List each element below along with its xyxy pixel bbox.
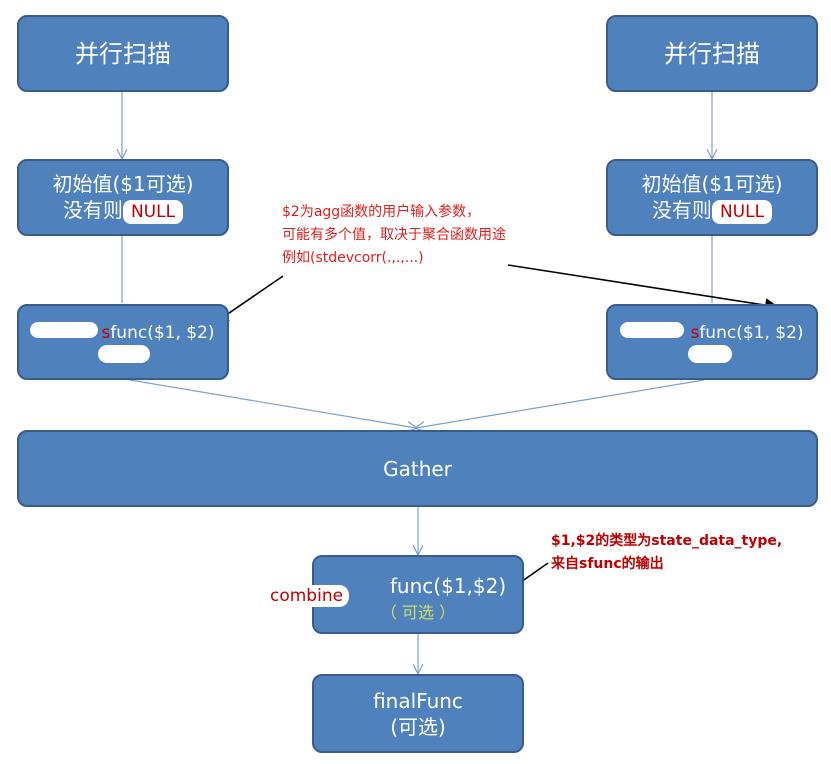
parallel-scan-left-node: 并行扫描 bbox=[17, 15, 229, 92]
init-value-left-null: NULL bbox=[122, 199, 184, 224]
parallel-scan-right-label: 并行扫描 bbox=[664, 39, 760, 68]
gather-label: Gather bbox=[383, 456, 452, 481]
init-value-right-null: NULL bbox=[711, 199, 773, 224]
combine-func-label: func($1,$2) bbox=[389, 573, 507, 598]
final-func-node: finalFunc (可选) bbox=[312, 674, 524, 753]
redaction-blot bbox=[620, 322, 684, 338]
redaction-blot bbox=[30, 322, 98, 338]
init-value-right-prefix: 没有则 bbox=[651, 198, 712, 223]
connector-sfunc-left-to-gather bbox=[129, 379, 416, 428]
pointer-arrow-to-right-sfunc bbox=[507, 264, 779, 313]
param-note-line3: 例如(stdevcorr(.,.,...) bbox=[282, 250, 424, 266]
param-note-line1: $2为agg函数的用户输入参数， bbox=[282, 204, 481, 220]
final-func-label: finalFunc bbox=[373, 688, 463, 713]
redaction-blot bbox=[688, 345, 732, 363]
sfunc-left-node: sfunc($1, $2) bbox=[17, 304, 229, 380]
init-value-right-line1: 初始值($1可选) bbox=[641, 172, 783, 197]
sfunc-right-func: func($1, $2) bbox=[699, 323, 804, 343]
parallel-scan-right-node: 并行扫描 bbox=[606, 15, 818, 92]
parallel-scan-left-label: 并行扫描 bbox=[75, 39, 171, 68]
final-func-optional-label: (可选) bbox=[390, 714, 446, 739]
sfunc-right-label: sfunc($1, $2) bbox=[690, 322, 803, 344]
redaction-blot bbox=[98, 345, 150, 363]
type-note-line2: 来自sfunc的输出 bbox=[551, 556, 664, 572]
type-note-line1: $1,$2的类型为state_data_type, bbox=[551, 533, 783, 549]
sfunc-left-s: s bbox=[101, 323, 111, 343]
combine-prefix-label: combine bbox=[268, 585, 350, 607]
sfunc-right-node: sfunc($1, $2) bbox=[606, 304, 818, 380]
init-value-left-prefix: 没有则 bbox=[62, 198, 123, 223]
connector-sfunc-right-to-gather bbox=[416, 379, 705, 428]
sfunc-right-s: s bbox=[690, 323, 700, 343]
sfunc-left-func: func($1, $2) bbox=[110, 323, 215, 343]
gather-node: Gather bbox=[17, 430, 818, 507]
param-note-line2: 可能有多个值，取决于聚合函数用途 bbox=[282, 227, 506, 243]
combine-optional-label: （ 可选 ） bbox=[380, 602, 456, 622]
sfunc-left-label: sfunc($1, $2) bbox=[101, 322, 214, 344]
init-value-left-line1: 初始值($1可选) bbox=[52, 172, 194, 197]
